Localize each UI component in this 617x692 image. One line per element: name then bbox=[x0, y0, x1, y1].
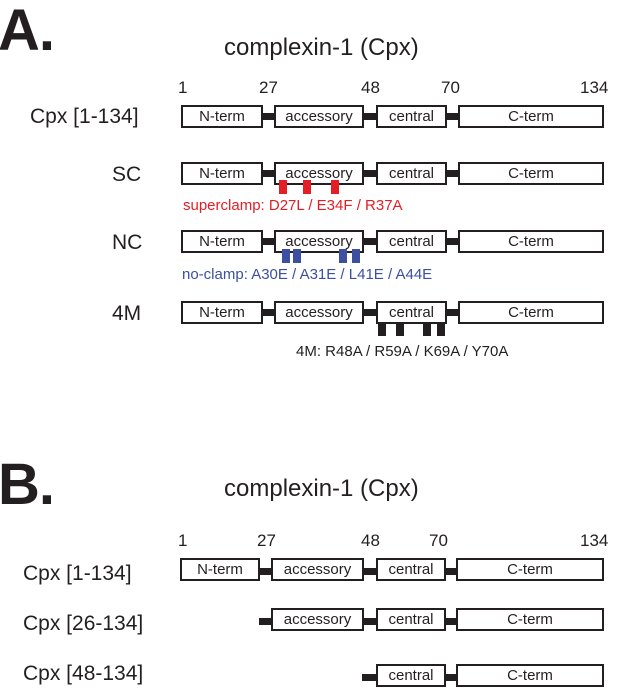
position-27: 27 bbox=[257, 531, 276, 550]
linker bbox=[262, 113, 276, 120]
noclamp-note: no-clamp: A30E / A31E / L41E / A44E bbox=[182, 266, 433, 283]
domain-cterm: C-term bbox=[456, 558, 604, 581]
domain-central: central bbox=[376, 301, 447, 324]
domain-central: central bbox=[376, 558, 446, 581]
linker bbox=[444, 618, 458, 625]
domain-accessory: accessory bbox=[274, 162, 364, 185]
position-27: 27 bbox=[259, 78, 278, 97]
domain-central: central bbox=[376, 608, 446, 631]
row-label-sc: SC bbox=[112, 163, 142, 186]
linker bbox=[362, 113, 378, 120]
position-1: 1 bbox=[178, 78, 188, 97]
domain-central: central bbox=[376, 664, 446, 687]
panel-a-letter: A. bbox=[0, 0, 55, 63]
superclamp-mutation-marker bbox=[279, 180, 287, 194]
domain-accessory: accessory bbox=[271, 608, 364, 631]
position-134: 134 bbox=[580, 531, 609, 550]
domain-accessory: accessory bbox=[274, 301, 364, 324]
4m-note: 4M: R48A / R59A / K69A / Y70A bbox=[296, 343, 509, 360]
linker bbox=[259, 568, 273, 575]
domain-nterm: N-term bbox=[180, 558, 260, 581]
linker bbox=[446, 113, 460, 120]
position-70: 70 bbox=[429, 531, 448, 550]
domain-nterm: N-term bbox=[181, 230, 263, 253]
linker bbox=[444, 568, 458, 575]
position-70: 70 bbox=[441, 78, 460, 97]
position-1: 1 bbox=[178, 531, 188, 550]
linker bbox=[362, 309, 378, 316]
domain-cterm: C-term bbox=[458, 230, 604, 253]
domain-cterm: C-term bbox=[458, 301, 604, 324]
domain-cterm: C-term bbox=[458, 162, 604, 185]
position-48: 48 bbox=[361, 531, 380, 550]
linker bbox=[444, 674, 458, 681]
domain-central: central bbox=[376, 230, 447, 253]
linker bbox=[362, 170, 378, 177]
domain-accessory: accessory bbox=[274, 230, 364, 253]
domain-nterm: N-term bbox=[181, 162, 263, 185]
row-label-26-134: Cpx [26-134] bbox=[23, 612, 144, 635]
linker bbox=[446, 309, 460, 316]
superclamp-note: superclamp: D27L / E34F / R37A bbox=[183, 197, 403, 214]
linker bbox=[446, 238, 460, 245]
linker bbox=[259, 618, 273, 625]
domain-nterm: N-term bbox=[181, 301, 263, 324]
row-label-wt: Cpx [1-134] bbox=[30, 105, 139, 128]
domain-cterm: C-term bbox=[456, 664, 604, 687]
domain-accessory: accessory bbox=[274, 105, 364, 128]
domain-nterm: N-term bbox=[181, 105, 263, 128]
row-label-full: Cpx [1-134] bbox=[23, 562, 132, 585]
4m-mutation-marker bbox=[378, 322, 386, 336]
noclamp-mutation-marker bbox=[339, 249, 347, 263]
linker bbox=[262, 309, 276, 316]
linker bbox=[362, 618, 378, 625]
domain-accessory: accessory bbox=[271, 558, 364, 581]
noclamp-mutation-marker bbox=[352, 249, 360, 263]
row-label-48-134: Cpx [48-134] bbox=[23, 662, 144, 685]
position-48: 48 bbox=[361, 78, 380, 97]
superclamp-mutation-marker bbox=[303, 180, 311, 194]
4m-mutation-marker bbox=[437, 322, 445, 336]
linker bbox=[362, 238, 378, 245]
linker bbox=[362, 568, 378, 575]
row-label-4m: 4M bbox=[112, 302, 142, 325]
position-134: 134 bbox=[580, 78, 609, 97]
linker bbox=[262, 170, 276, 177]
noclamp-mutation-marker bbox=[282, 249, 290, 263]
4m-mutation-marker bbox=[396, 322, 404, 336]
linker bbox=[446, 170, 460, 177]
linker bbox=[262, 238, 276, 245]
panel-b-title: complexin-1 (Cpx) bbox=[224, 475, 419, 502]
row-label-nc: NC bbox=[112, 231, 143, 254]
domain-central: central bbox=[376, 105, 447, 128]
domain-cterm: C-term bbox=[458, 105, 604, 128]
domain-central: central bbox=[376, 162, 447, 185]
domain-cterm: C-term bbox=[456, 608, 604, 631]
4m-mutation-marker bbox=[423, 322, 431, 336]
panel-a-title: complexin-1 (Cpx) bbox=[224, 34, 419, 61]
noclamp-mutation-marker bbox=[293, 249, 301, 263]
superclamp-mutation-marker bbox=[331, 180, 339, 194]
linker bbox=[362, 674, 378, 681]
panel-b-letter: B. bbox=[0, 452, 55, 517]
